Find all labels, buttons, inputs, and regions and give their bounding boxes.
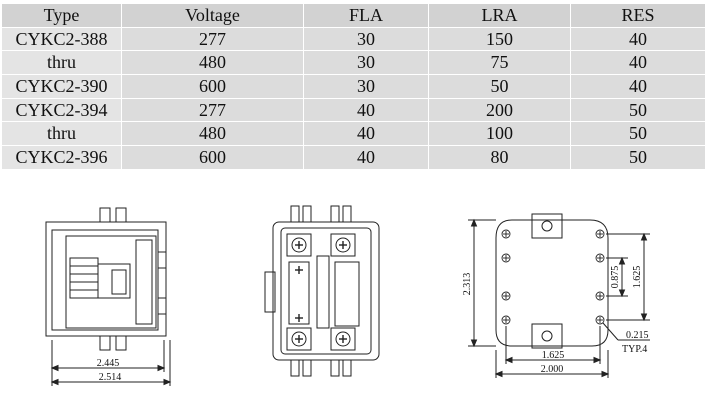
mount-view-holes — [501, 229, 605, 325]
dim-hole-spacing-horizontal-label: 1.625 — [542, 350, 565, 361]
table-header-row: Type Voltage FLA LRA RES — [1, 3, 706, 28]
cell-fla: 40 — [303, 121, 429, 147]
cell-type: CYKC2-396 — [1, 145, 122, 170]
header-lra: LRA — [428, 3, 571, 28]
dim-hole-spacing-outer-label: 1.625 — [632, 266, 643, 289]
mount-view-drawing: 2.313 0.875 1.625 1.625 2.000 0.215 TYP.… — [462, 213, 650, 378]
spec-table: Type Voltage FLA LRA RES CYKC2-388 277 3… — [1, 3, 706, 170]
cell-voltage: 277 — [121, 26, 304, 52]
header-voltage: Voltage — [121, 3, 304, 28]
header-type: Type — [1, 3, 122, 28]
side-view-drawing: 2.445 2.514 — [45, 207, 172, 386]
cell-res: 40 — [570, 74, 706, 99]
front-view-screws — [295, 241, 347, 343]
dim-hole-diameter-label: 0.215 — [626, 330, 649, 341]
cell-voltage: 600 — [121, 74, 304, 99]
cell-res: 50 — [570, 97, 706, 123]
dim-height-label: 2.313 — [462, 273, 473, 296]
cell-type: thru — [1, 121, 122, 147]
cell-fla: 40 — [303, 97, 429, 123]
cell-res: 50 — [570, 145, 706, 170]
cell-voltage: 600 — [121, 145, 304, 170]
cell-fla: 40 — [303, 145, 429, 170]
dim-hole-spacing-inner-label: 0.875 — [610, 266, 621, 289]
table-row: CYKC2-390 600 30 50 40 — [1, 74, 706, 99]
table-row: thru 480 40 100 50 — [1, 121, 706, 147]
table-row: CYKC2-396 600 40 80 50 — [1, 145, 706, 170]
cell-lra: 75 — [428, 50, 571, 76]
cell-lra: 100 — [428, 121, 571, 147]
front-view-drawing — [264, 205, 380, 377]
cell-type: CYKC2-394 — [1, 97, 122, 123]
cell-lra: 150 — [428, 26, 571, 52]
cell-fla: 30 — [303, 26, 429, 52]
dim-width-label: 2.000 — [541, 364, 564, 375]
cell-voltage: 480 — [121, 50, 304, 76]
table-row: thru 480 30 75 40 — [1, 50, 706, 76]
cell-lra: 80 — [428, 145, 571, 170]
table-row: CYKC2-394 277 40 200 50 — [1, 97, 706, 123]
front-view-body — [264, 205, 380, 377]
dim-width-inner-label: 2.445 — [97, 358, 120, 369]
cell-type: thru — [1, 50, 122, 76]
cell-res: 40 — [570, 50, 706, 76]
cell-fla: 30 — [303, 50, 429, 76]
table-row: CYKC2-388 277 30 150 40 — [1, 26, 706, 52]
cell-type: CYKC2-388 — [1, 26, 122, 52]
header-res: RES — [570, 3, 706, 28]
cell-voltage: 277 — [121, 97, 304, 123]
cell-res: 50 — [570, 121, 706, 147]
dim-width-outer-label: 2.514 — [99, 372, 122, 383]
cell-fla: 30 — [303, 74, 429, 99]
side-view-dimension-lines — [50, 340, 172, 386]
header-fla: FLA — [303, 3, 429, 28]
dim-hole-note-label: TYP.4 — [622, 344, 647, 355]
mount-view-dimension-lines — [468, 218, 650, 378]
cell-res: 40 — [570, 26, 706, 52]
cell-lra: 50 — [428, 74, 571, 99]
cell-voltage: 480 — [121, 121, 304, 147]
side-view-body — [45, 207, 167, 351]
mount-view-plate — [495, 213, 609, 349]
cell-lra: 200 — [428, 97, 571, 123]
cell-type: CYKC2-390 — [1, 74, 122, 99]
